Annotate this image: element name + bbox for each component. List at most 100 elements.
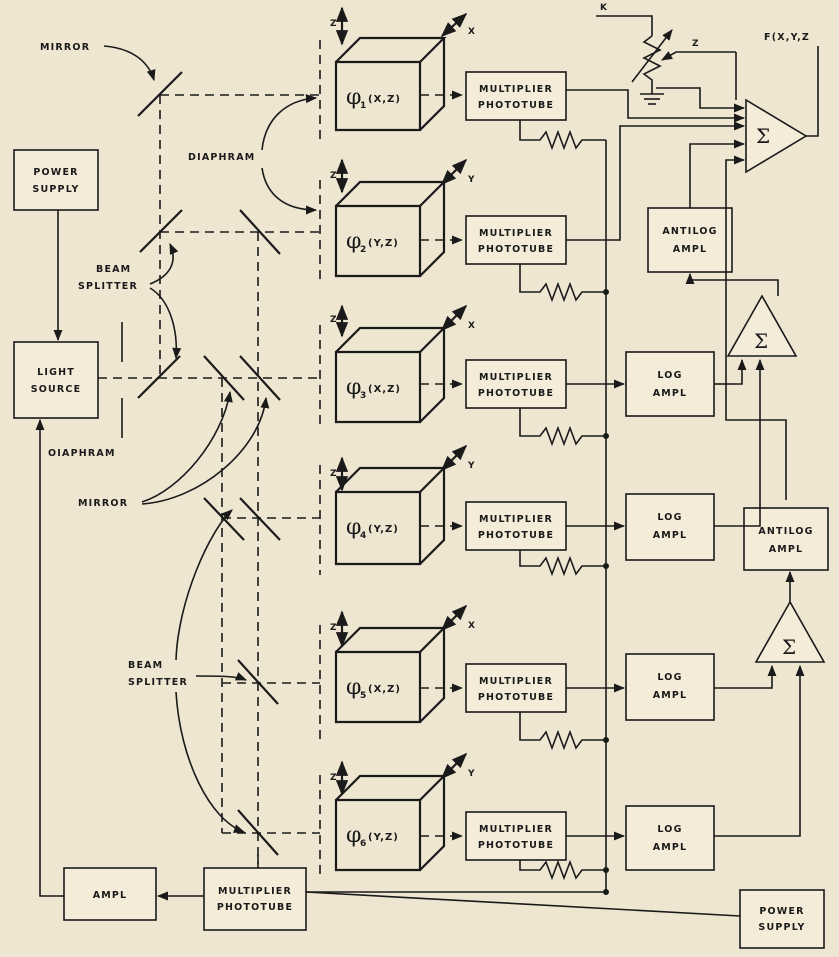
log3-label-1: LOG: [657, 370, 682, 381]
beam-splitter-top-label-1: BEAM: [96, 264, 131, 275]
ampl-bottom-label: AMPL: [93, 890, 128, 901]
channel-4-mask-cube: φ 4 (Y,Z): [334, 466, 447, 566]
power-supply-right-label-1: POWER: [759, 906, 804, 917]
xy-motion-arrows: [440, 12, 468, 780]
pmt-1-label-1: MULTIPLIER: [479, 84, 553, 95]
beam-splitter-top-label-2: SPLITTER: [78, 281, 138, 292]
log-ampl-3: LOG AMPL: [625, 351, 715, 417]
mirror-row3-b: [239, 355, 281, 401]
pmt-2-label-2: PHOTOTUBE: [478, 244, 554, 255]
beam-splitter-row5: [237, 659, 279, 705]
channel-4-phi: φ: [346, 515, 361, 540]
mirror-top: [137, 71, 183, 117]
log-ampl-4: LOG AMPL: [625, 493, 715, 561]
pmt-3-label-2: PHOTOTUBE: [478, 388, 554, 399]
log3-label-2: AMPL: [653, 388, 688, 399]
channel-1-sub: 1: [360, 101, 366, 111]
bottom-pmt-label-2: PHOTOTUBE: [217, 902, 293, 913]
pmt-4-block: MULTIPLIER PHOTOTUBE: [465, 501, 567, 551]
channel-3-motion: X: [468, 321, 475, 331]
pmt-4-label-2: PHOTOTUBE: [478, 530, 554, 541]
log4-label-2: AMPL: [653, 530, 688, 541]
power-supply-right-block: POWER SUPPLY: [739, 889, 825, 949]
power-supply-right-label-2: SUPPLY: [758, 922, 805, 933]
antilog-top-label-1: ANTILOG: [662, 226, 717, 237]
channel-2-arg: (Y,Z): [368, 238, 399, 249]
pmt-2-block: MULTIPLIER PHOTOTUBE: [465, 215, 567, 265]
pmt-6-block: MULTIPLIER PHOTOTUBE: [465, 811, 567, 861]
pmt-5-label-1: MULTIPLIER: [479, 676, 553, 687]
channel-1-mask-cube: φ 1 (X,Z): [334, 36, 447, 132]
log4-label-1: LOG: [657, 512, 682, 523]
power-supply-left-block: POWER SUPPLY: [13, 149, 99, 211]
channel-5-motion: X: [468, 621, 475, 631]
channel-5-mask-cube: φ 5 (X,Z): [334, 626, 447, 724]
power-supply-left-label-2: SUPPLY: [32, 184, 79, 195]
pot-k-label: K: [600, 3, 608, 13]
summer-middle-sigma: Σ: [754, 329, 768, 353]
bottom-pmt-block: MULTIPLIER PHOTOTUBE: [203, 867, 307, 931]
log6-label-1: LOG: [657, 824, 682, 835]
beam-splitter-bottom-label-1: BEAM: [128, 660, 163, 671]
channel-6-motion: Y: [467, 769, 475, 779]
channel-4-motion: Y: [467, 461, 475, 471]
log5-label-2: AMPL: [653, 690, 688, 701]
beam-splitter-row3: [137, 355, 181, 399]
channel-5-arg: (X,Z): [368, 684, 401, 695]
channel-2-z: Z: [330, 171, 337, 181]
pmt-2-label-1: MULTIPLIER: [479, 228, 553, 239]
mirror-mid-pointer-2: [141, 396, 270, 505]
beam-splitter-top-pointer-1: [149, 242, 179, 285]
beam-splitter-top-pointer-2: [149, 287, 182, 360]
summer-middle: Σ: [726, 294, 798, 357]
cube-to-pmt-beams: [420, 90, 464, 841]
mirror-row3-a: [203, 355, 245, 401]
beam-splitter-bottom-pointer-2: [195, 672, 248, 681]
antilog-bottom-label-1: ANTILOG: [758, 526, 813, 537]
pmt-bias-resistors: [519, 120, 607, 892]
diaphram-pointer-up: [261, 94, 318, 151]
channel-5-sub: 5: [360, 691, 366, 701]
beam-splitter-row6: [237, 809, 279, 856]
pmt-1-label-2: PHOTOTUBE: [478, 100, 554, 111]
channel-6-mask-cube: φ 6 (Y,Z): [334, 774, 447, 872]
antilog-ampl-bottom: ANTILOG AMPL: [743, 507, 829, 571]
bottom-wiring: [35, 418, 741, 917]
pmt-1-block: MULTIPLIER PHOTOTUBE: [465, 71, 567, 121]
channel-5-z: Z: [330, 623, 337, 633]
bus-junction-dots: [603, 289, 609, 895]
channel-2-sub: 2: [360, 245, 366, 255]
channel-3-mask-cube: φ 3 (X,Z): [334, 326, 447, 424]
output-line: F(X,Y,Z: [764, 32, 819, 137]
pmt-6-label-2: PHOTOTUBE: [478, 840, 554, 851]
mirror-mid-label: MIRROR: [78, 498, 128, 509]
channel-3-phi: φ: [346, 375, 361, 400]
mirror-top-pointer: [103, 45, 156, 82]
ampl-bottom-block: AMPL: [63, 867, 157, 921]
channel-3-sub: 3: [360, 391, 366, 401]
light-source-label-1: LIGHT: [37, 367, 75, 378]
channel-3-arg: (X,Z): [368, 384, 401, 395]
channel-6-phi: φ: [346, 823, 361, 848]
pmt-5-label-2: PHOTOTUBE: [478, 692, 554, 703]
mirror-row2-right: [239, 209, 281, 255]
pmt-5-block: MULTIPLIER PHOTOTUBE: [465, 663, 567, 713]
channel-2-phi: φ: [346, 229, 361, 254]
mirror-top-label: MIRROR: [40, 42, 90, 53]
log6-label-2: AMPL: [653, 842, 688, 853]
mirror-mid-pointer-1: [141, 390, 233, 503]
left-diaphram-label: OIAPHRAM: [48, 448, 116, 459]
channel-2-mask-cube: φ 2 (Y,Z): [334, 180, 447, 278]
log-ampl-5: LOG AMPL: [625, 653, 715, 721]
channel-3-z: Z: [330, 315, 337, 325]
antilog-ampl-top: ANTILOG AMPL: [647, 207, 733, 273]
antilog-bottom-label-2: AMPL: [769, 544, 804, 555]
light-source-block: LIGHT SOURCE: [13, 341, 99, 419]
beam-splitter-bottom-pointer-1: [175, 509, 233, 661]
beam-splitter-bottom-label-2: SPLITTER: [128, 677, 188, 688]
channel-6-arg: (Y,Z): [368, 832, 399, 843]
summer-bottom-sigma: Σ: [782, 635, 796, 659]
antilog-top-label-2: AMPL: [673, 244, 708, 255]
